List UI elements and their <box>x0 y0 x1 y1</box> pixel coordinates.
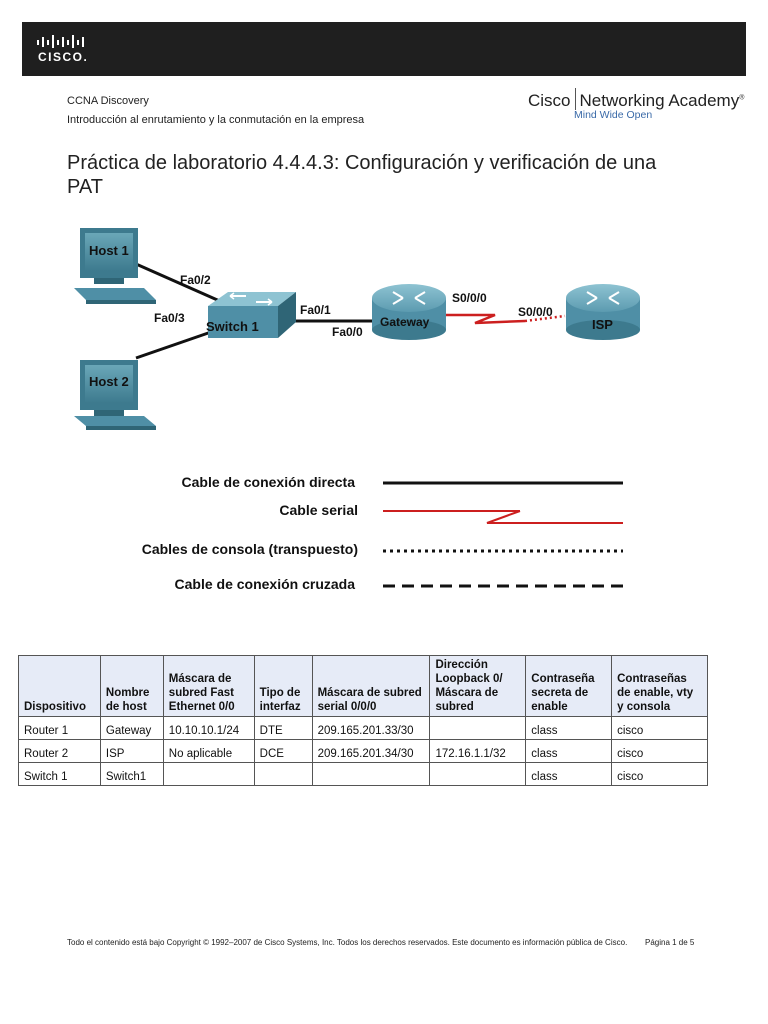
col-header-serial-mask: Máscara de subred serial 0/0/0 <box>311 655 431 717</box>
host1-label: Host 1 <box>89 243 129 258</box>
table-cell: cisco <box>611 762 708 786</box>
top-banner: CISCO. <box>22 22 746 76</box>
port-label-s000-gateway: S0/0/0 <box>452 291 487 305</box>
cisco-bars-icon <box>37 35 84 48</box>
table-cell: cisco <box>611 739 708 763</box>
table-cell <box>429 716 527 740</box>
page-footer: Todo el contenido está bajo Copyright © … <box>67 938 694 947</box>
table-cell <box>162 762 255 786</box>
table-cell: Switch 1 <box>18 762 101 786</box>
table-cell: ISP <box>99 739 164 763</box>
table-cell: Router 2 <box>18 739 101 763</box>
table-cell: No aplicable <box>162 739 255 763</box>
network-topology-diagram: Host 1 Host 2 Switch 1 Gateway ISP Fa0/2… <box>74 228 640 430</box>
port-label-fa03: Fa0/3 <box>154 311 185 325</box>
table-cell: cisco <box>611 716 708 740</box>
academy-brand-left: Cisco <box>528 91 571 110</box>
table-cell: Switch1 <box>99 762 164 786</box>
host2-label: Host 2 <box>89 374 129 389</box>
table-cell: class <box>525 739 613 763</box>
page-number: Página 1 de 5 <box>645 938 695 947</box>
cable-serial-gateway-isp <box>445 313 526 325</box>
col-header-hostname: Nombre de host <box>99 655 164 717</box>
table-cell: 172.16.1.1/32 <box>429 739 527 763</box>
course-subtitle: Introducción al enrutamiento y la conmut… <box>67 114 365 126</box>
table-cell: DCE <box>253 739 313 763</box>
legend-straight-label: Cable de conexión directa <box>182 474 356 490</box>
table-header-row: Dispositivo Nombre de host Máscara de su… <box>18 655 708 717</box>
copyright-notice: Todo el contenido está bajo Copyright © … <box>67 938 628 947</box>
table-cell: class <box>525 762 613 786</box>
port-label-fa00: Fa0/0 <box>332 325 363 339</box>
isp-router-icon <box>566 284 640 340</box>
table-row: Switch 1 Switch1 class cisco <box>18 762 708 786</box>
legend-console-label: Cables de consola (transpuesto) <box>142 541 358 557</box>
col-header-interface-type: Tipo de interfaz <box>253 655 313 717</box>
academy-tagline: Mind Wide Open <box>574 109 653 121</box>
host2-pc-icon <box>74 360 156 430</box>
table-cell: 10.10.10.1/24 <box>162 716 255 740</box>
legend-serial-label: Cable serial <box>279 502 358 518</box>
table-cell <box>311 762 431 786</box>
table-cell <box>429 762 527 786</box>
course-name: CCNA Discovery <box>67 95 149 107</box>
isp-label: ISP <box>592 317 613 332</box>
document-header: CCNA Discovery Introducción al enrutamie… <box>67 95 364 133</box>
col-header-loopback: Dirección Loopback 0/ Máscara de subred <box>429 655 527 717</box>
table-cell: Router 1 <box>18 716 101 740</box>
cisco-logo-text: CISCO. <box>38 50 89 64</box>
switch-label: Switch 1 <box>206 319 259 334</box>
table-row: Router 1 Gateway 10.10.10.1/24 DTE 209.1… <box>18 716 708 740</box>
host1-pc-icon <box>74 228 156 304</box>
port-label-fa02: Fa0/2 <box>180 273 211 287</box>
table-cell: DTE <box>253 716 313 740</box>
switch-icon <box>208 292 296 338</box>
table-row: Router 2 ISP No aplicable DCE 209.165.20… <box>18 739 708 763</box>
col-header-enable-secret: Contraseña secreta de enable <box>525 655 613 717</box>
table-cell: Gateway <box>99 716 164 740</box>
table-cell: 209.165.201.34/30 <box>311 739 431 763</box>
cable-legend: Cable de conexión directa Cable serial C… <box>142 474 623 592</box>
col-header-fa00-mask: Máscara de subred Fast Ethernet 0/0 <box>162 655 255 717</box>
legend-serial-line <box>486 510 623 524</box>
table-cell: 209.165.201.33/30 <box>311 716 431 740</box>
gateway-router-icon <box>372 284 446 340</box>
port-label-fa01: Fa0/1 <box>300 303 331 317</box>
addressing-table: Dispositivo Nombre de host Máscara de su… <box>18 655 708 786</box>
academy-brand-right: Networking Academy <box>579 91 740 110</box>
col-header-passwords: Contraseñas de enable, vty y consola <box>611 655 708 717</box>
table-cell <box>253 762 313 786</box>
col-header-device: Dispositivo <box>18 655 101 717</box>
port-label-s000-isp: S0/0/0 <box>518 305 553 319</box>
table-cell: class <box>525 716 613 740</box>
gateway-label: Gateway <box>380 315 430 329</box>
page-title: Práctica de laboratorio 4.4.4.3: Configu… <box>67 152 657 198</box>
legend-crossover-label: Cable de conexión cruzada <box>175 576 356 592</box>
